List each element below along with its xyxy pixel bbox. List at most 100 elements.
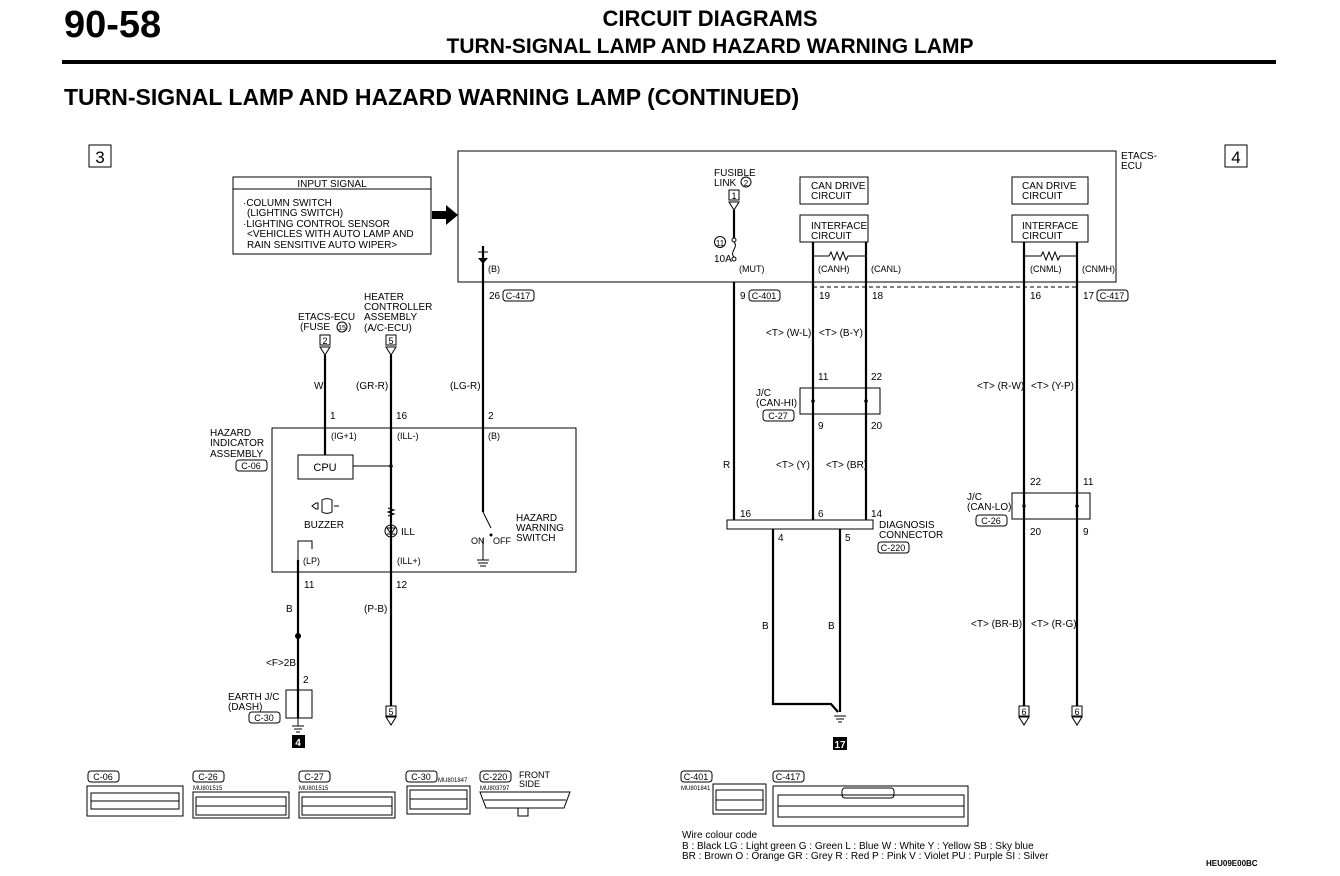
svg-text:(DASH): (DASH)	[228, 702, 262, 713]
svg-text:(P-B): (P-B)	[364, 604, 387, 615]
right-circuit: <T> (R-W) <T> (Y-P) 22 11 J/C (CAN-LO) C…	[967, 381, 1094, 726]
header-title: CIRCUIT DIAGRAMS	[602, 6, 818, 31]
svg-text:(CNMH): (CNMH)	[1082, 264, 1115, 274]
svg-text:(CANL): (CANL)	[871, 264, 901, 274]
etacs-ecu-box: ETACS- ECU FUSIBLE LINK 2 1 11 10A (MUT)…	[457, 150, 1157, 283]
svg-text:C-401: C-401	[684, 772, 709, 782]
svg-text:DIAGNOSIS: DIAGNOSIS	[879, 520, 935, 531]
svg-text:(A/C-ECU): (A/C-ECU)	[364, 323, 412, 334]
svg-text:2: 2	[303, 675, 309, 686]
svg-text:<T> (Y-P): <T> (Y-P)	[1031, 381, 1074, 392]
svg-text:10A: 10A	[714, 254, 732, 265]
svg-text:9: 9	[1083, 527, 1089, 538]
svg-text:·COLUMN SWITCH: ·COLUMN SWITCH	[243, 198, 332, 209]
svg-text:HAZARD: HAZARD	[516, 513, 557, 524]
svg-text:(CANH): (CANH)	[818, 264, 850, 274]
svg-text:4: 4	[295, 738, 301, 749]
svg-text:20: 20	[871, 421, 883, 432]
svg-text:C-220: C-220	[483, 772, 508, 782]
header-rule	[62, 60, 1276, 64]
svg-text:<T> (BR-B): <T> (BR-B)	[971, 619, 1022, 630]
svg-text:MU803797: MU803797	[480, 786, 510, 792]
svg-text:11: 11	[818, 372, 829, 383]
svg-text:W: W	[314, 381, 324, 392]
svg-text:11: 11	[1083, 477, 1094, 488]
svg-text:C-30: C-30	[411, 772, 431, 782]
svg-text:20: 20	[1030, 527, 1042, 538]
svg-text:11: 11	[304, 580, 315, 591]
svg-text:<T> (W-L): <T> (W-L)	[766, 328, 811, 339]
svg-text:B: B	[286, 604, 293, 615]
svg-text:<T> (BR): <T> (BR)	[826, 460, 867, 471]
svg-text:C-220: C-220	[881, 543, 906, 553]
svg-text:WARNING: WARNING	[516, 523, 564, 534]
svg-text:C-417: C-417	[776, 772, 801, 782]
svg-text:(MUT): (MUT)	[739, 264, 765, 274]
svg-text:RAIN SENSITIVE AUTO WIPER>: RAIN SENSITIVE AUTO WIPER>	[247, 240, 397, 251]
svg-text:12: 12	[396, 580, 408, 591]
svg-text:INTERFACE: INTERFACE	[811, 221, 867, 232]
svg-text:<T> (R-G): <T> (R-G)	[1031, 619, 1077, 630]
svg-text:INTERFACE: INTERFACE	[1022, 221, 1078, 232]
svg-text:15: 15	[338, 325, 346, 332]
svg-text:CIRCUIT: CIRCUIT	[1022, 191, 1063, 202]
svg-text:2: 2	[322, 336, 327, 346]
svg-text:INDICATOR: INDICATOR	[210, 438, 264, 449]
svg-text:CPU: CPU	[313, 462, 336, 474]
svg-text:<F>2B: <F>2B	[266, 658, 296, 669]
svg-text:22: 22	[1030, 477, 1042, 488]
svg-text:MU801847: MU801847	[438, 778, 468, 784]
svg-text:C-26: C-26	[981, 516, 1001, 526]
svg-text:17: 17	[1083, 291, 1095, 302]
svg-text:18: 18	[872, 291, 884, 302]
svg-text:SIDE: SIDE	[519, 779, 540, 789]
svg-text:(FUSE: (FUSE	[300, 322, 330, 333]
svg-text:16: 16	[1030, 291, 1042, 302]
svg-text:17: 17	[834, 740, 846, 751]
svg-text:22: 22	[871, 372, 883, 383]
svg-text:6: 6	[1021, 707, 1026, 717]
svg-text:CIRCUIT: CIRCUIT	[811, 231, 852, 242]
svg-text:ASSEMBLY: ASSEMBLY	[210, 449, 263, 460]
svg-text:9: 9	[818, 421, 824, 432]
svg-text:16: 16	[396, 411, 408, 422]
page-number: 90-58	[64, 4, 162, 46]
svg-text:OFF: OFF	[493, 536, 511, 546]
svg-text:<T> (B-Y): <T> (B-Y)	[819, 328, 863, 339]
svg-text:C-401: C-401	[752, 291, 777, 301]
svg-text:C-06: C-06	[241, 461, 261, 471]
svg-text:CAN DRIVE: CAN DRIVE	[811, 181, 866, 192]
svg-text:R: R	[723, 460, 730, 471]
svg-text:4: 4	[1231, 148, 1240, 167]
svg-text:C-417: C-417	[1100, 291, 1125, 301]
svg-text:ETACS-: ETACS-	[1121, 151, 1157, 162]
svg-text:J/C: J/C	[756, 388, 771, 399]
svg-text:BR : Brown O : Orange GR: BR : Brown O : Orange GR : Grey R : Red …	[682, 851, 1049, 862]
svg-text:INPUT SIGNAL: INPUT SIGNAL	[297, 179, 367, 190]
svg-text:(B): (B)	[488, 264, 500, 274]
svg-text:LINK: LINK	[714, 178, 737, 189]
svg-text:2: 2	[744, 179, 749, 188]
svg-text:(LIGHTING SWITCH): (LIGHTING SWITCH)	[247, 208, 343, 219]
svg-text:2: 2	[488, 411, 494, 422]
svg-text:<VEHICLES WITH AUTO LAMP AND: <VEHICLES WITH AUTO LAMP AND	[247, 229, 414, 240]
svg-text:1: 1	[330, 411, 336, 422]
svg-text:C-06: C-06	[93, 772, 113, 782]
wire-colour-legend: Wire colour code B : Black LG : Light gr…	[682, 830, 1049, 862]
svg-text:<T> (R-W): <T> (R-W)	[977, 381, 1024, 392]
svg-text:B: B	[762, 621, 769, 632]
svg-text:C-417: C-417	[506, 291, 531, 301]
svg-text:11: 11	[716, 239, 725, 248]
svg-text:): )	[348, 322, 351, 333]
svg-text:EARTH J/C: EARTH J/C	[228, 692, 280, 703]
svg-text:(IG+1): (IG+1)	[331, 431, 357, 441]
svg-text:14: 14	[871, 509, 883, 520]
svg-text:(GR-R): (GR-R)	[356, 381, 388, 392]
svg-text:MU801841: MU801841	[681, 786, 711, 792]
svg-text:CIRCUIT: CIRCUIT	[811, 191, 852, 202]
svg-text:ETACS-ECU: ETACS-ECU	[298, 312, 355, 323]
header-subtitle: TURN-SIGNAL LAMP AND HAZARD WARNING LAMP	[446, 35, 974, 58]
svg-text:16: 16	[740, 509, 752, 520]
svg-text:(CAN-LO): (CAN-LO)	[967, 502, 1011, 513]
